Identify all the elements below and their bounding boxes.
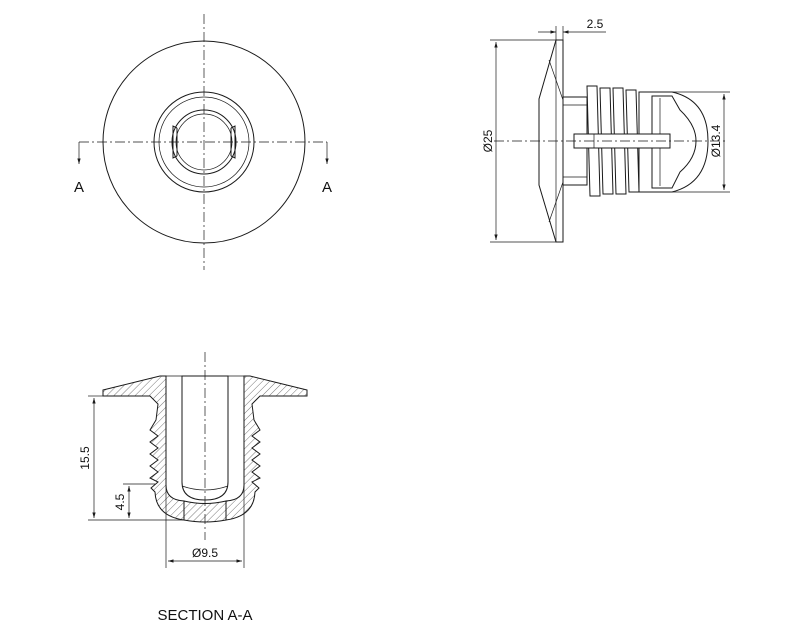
section-view: 15.5 4.5 Ø9.5 SECTION A-A (78, 352, 308, 624)
section-right-half (225, 375, 308, 521)
bore-bottom-arc (181, 485, 229, 491)
slot-cut-top-right (230, 125, 236, 159)
side-view: 2.5 Ø25 Ø13.4 (481, 17, 730, 243)
dim-head-diameter: Ø25 (481, 129, 495, 152)
section-mark-left: A (74, 179, 84, 196)
section-bottom (183, 500, 227, 523)
section-caption: SECTION A-A (157, 607, 252, 624)
dim-overall-length: 15.5 (78, 446, 92, 470)
dim-tip-length: 4.5 (113, 493, 127, 510)
front-view: A A (74, 14, 332, 270)
dim-flange-thickness: 2.5 (587, 17, 604, 31)
flange-taper-bottom (548, 181, 564, 223)
flange-taper-top (548, 59, 564, 101)
dim-bore-diameter: Ø9.5 (192, 546, 218, 560)
section-mark-right: A (322, 179, 332, 196)
dim-tip-diameter: Ø13.4 (709, 124, 723, 157)
section-left-half (102, 375, 185, 521)
